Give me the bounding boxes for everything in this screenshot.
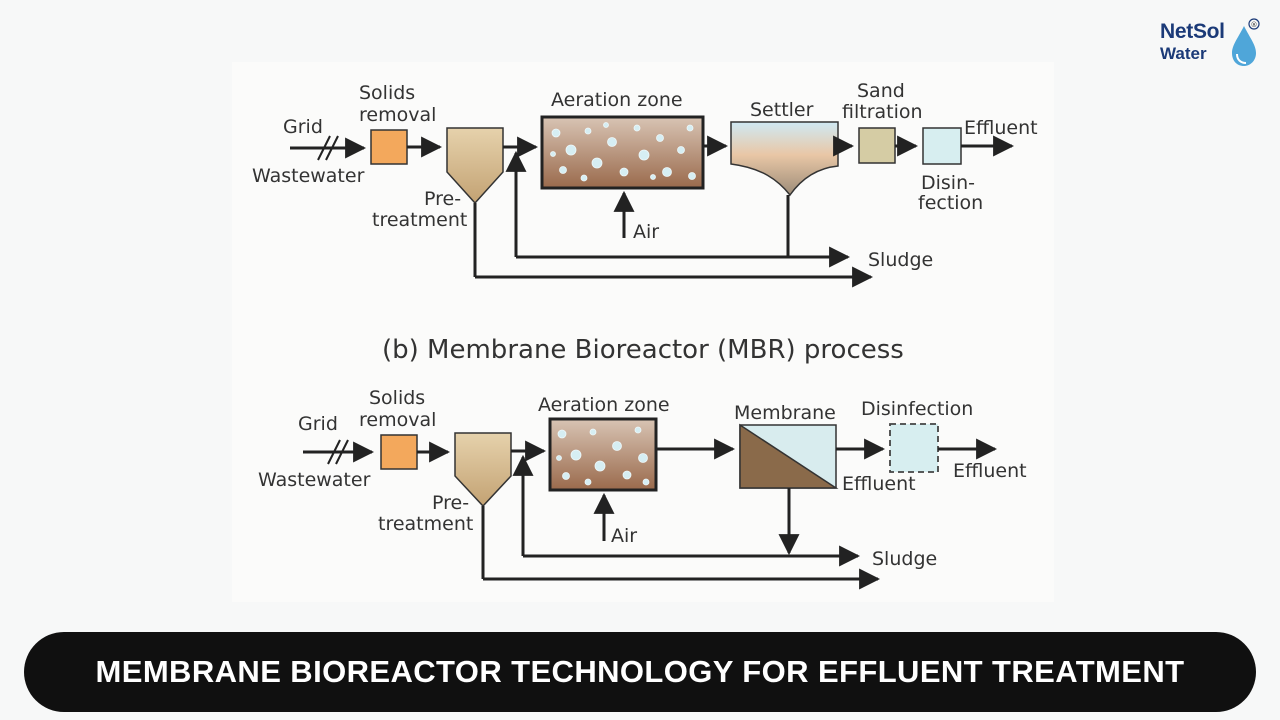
sand-filtration-box-a xyxy=(858,127,896,164)
wastewater-label-b: Wastewater xyxy=(258,469,371,491)
membrane-effluent-label-b: Effluent xyxy=(842,473,916,495)
sand-filtration-label-a: filtration xyxy=(842,101,923,123)
pretreatment-label-b: treatment xyxy=(378,513,473,535)
logo-text-water: Water xyxy=(1160,44,1207,63)
logo-text-netsol: NetSol xyxy=(1160,20,1225,43)
settler-tank-a xyxy=(730,121,839,197)
grid-mark-a xyxy=(317,135,331,161)
solids-removal-label-a: Solids xyxy=(359,82,415,104)
effluent-label-a: Effluent xyxy=(964,117,1038,139)
pretreatment-hopper-b xyxy=(454,432,512,508)
process-diagrams: Grid Wastewater Solids removal Pre- trea… xyxy=(252,80,1038,590)
bubbles-b xyxy=(556,426,650,486)
solids-removal-box-b xyxy=(380,434,418,470)
solids-removal-label-a: removal xyxy=(359,104,436,126)
sludge-label-a: Sludge xyxy=(868,249,933,271)
solids-removal-label-b: removal xyxy=(359,409,436,431)
aeration-zone-label-b: Aeration zone xyxy=(538,394,670,416)
grid-mark-a xyxy=(325,135,339,161)
air-label-b: Air xyxy=(611,525,637,547)
disinfection-label-a: fection xyxy=(918,192,983,214)
pretreatment-hopper-a xyxy=(446,127,504,205)
diagram-b: Grid Wastewater Solids removal Pre- trea… xyxy=(258,387,1027,590)
air-label-a: Air xyxy=(633,221,659,243)
aeration-zone-label-a: Aeration zone xyxy=(551,89,683,111)
grid-label-b: Grid xyxy=(298,413,338,435)
water-drop-icon: ® xyxy=(1232,18,1260,66)
pretreatment-label-b: Pre- xyxy=(432,492,469,514)
disinfection-box-b xyxy=(889,423,939,473)
disinfection-label-a: Disin- xyxy=(921,172,975,194)
registered-mark-icon xyxy=(1248,18,1260,30)
title-banner: MEMBRANE BIOREACTOR TECHNOLOGY FOR EFFLU… xyxy=(24,632,1256,712)
wastewater-label-a: Wastewater xyxy=(252,165,365,187)
membrane-label-b: Membrane xyxy=(734,402,836,424)
registered-mark: ® xyxy=(1251,21,1258,29)
disinfection-box-a xyxy=(922,127,962,165)
diagram-a: Grid Wastewater Solids removal Pre- trea… xyxy=(252,80,1038,288)
bubbles-a xyxy=(550,122,696,182)
pretreatment-label-a: treatment xyxy=(372,209,467,231)
netsol-water-logo: NetSol Water ® xyxy=(1158,18,1262,68)
grid-mark-b xyxy=(335,439,349,465)
grid-label-a: Grid xyxy=(283,116,323,138)
diagram-b-title: (b) Membrane Bioreactor (MBR) process xyxy=(382,335,904,365)
solids-removal-label-b: Solids xyxy=(369,387,425,409)
effluent-label-b: Effluent xyxy=(953,460,1027,482)
solids-removal-box-a xyxy=(370,129,408,165)
pretreatment-label-a: Pre- xyxy=(424,188,461,210)
sand-filtration-label-a: Sand xyxy=(857,80,905,102)
banner-title: MEMBRANE BIOREACTOR TECHNOLOGY FOR EFFLU… xyxy=(95,654,1185,689)
sludge-label-b: Sludge xyxy=(872,548,937,570)
settler-label-a: Settler xyxy=(750,99,814,121)
disinfection-label-b: Disinfection xyxy=(861,398,973,420)
grid-mark-b xyxy=(327,439,341,465)
